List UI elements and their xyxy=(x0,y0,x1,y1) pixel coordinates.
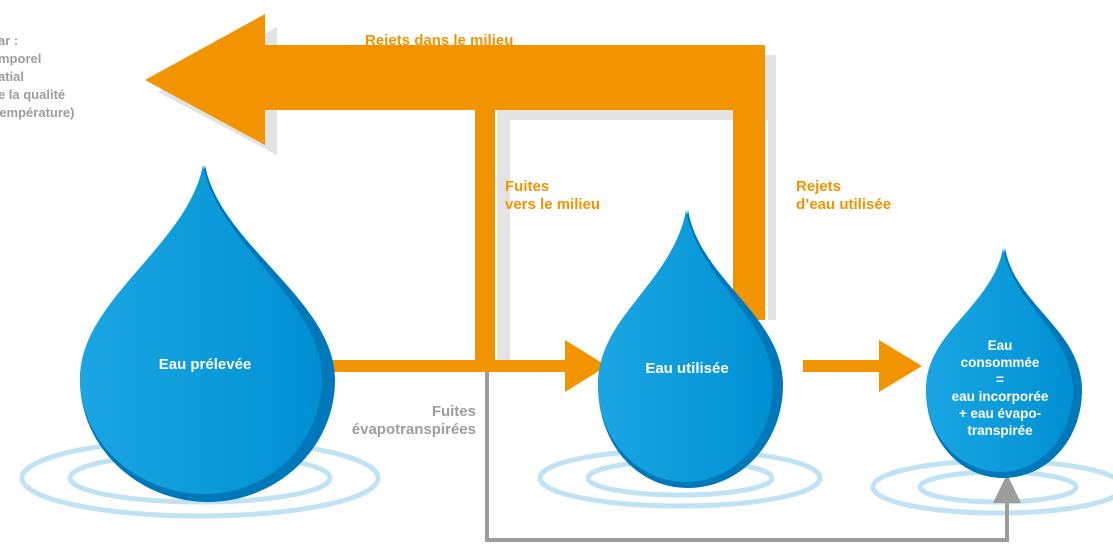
flow-line-1 xyxy=(332,360,572,372)
label-rejets-eau-line1: Rejets xyxy=(796,178,842,195)
drop-label-utilisee: Eau utilisée xyxy=(645,360,729,377)
note-text: ar : mporel atial de la qualité températ… xyxy=(0,32,74,122)
label-rejets-eau: Rejets d’eau utilisée xyxy=(796,178,891,214)
drop-label-consommee-line: eau incorporée xyxy=(951,389,1049,404)
evapo-path xyxy=(485,368,1009,542)
drop-eau-utilisee xyxy=(598,210,783,488)
label-fuites-milieu: Fuites vers le milieu xyxy=(505,178,600,214)
label-rejets-eau-line2: d’eau utilisée xyxy=(796,196,892,213)
note-line: atial xyxy=(0,69,25,84)
drop-label-consommee-line: consommée xyxy=(960,355,1040,370)
drop-eau-prelevee xyxy=(80,165,335,502)
label-fuites-evapo-line1: Fuites xyxy=(431,403,476,420)
note-line: de la qualité xyxy=(0,87,66,102)
drop-eau-consommee xyxy=(926,248,1082,478)
note-line: ar : xyxy=(0,33,19,48)
return-arrow-shadow xyxy=(158,27,776,365)
flow-arrowhead-1 xyxy=(565,340,607,392)
drop-label-consommee-line: + eau évapo- xyxy=(958,406,1042,421)
drop-label-consommee-line: Eau xyxy=(987,338,1013,353)
flow-arrowhead-2 xyxy=(879,340,922,392)
drop-label-consommee: Eau consommée = eau incorporée + eau éva… xyxy=(928,337,1072,439)
flow-line-2 xyxy=(803,360,883,372)
drop-label-consommee-line: transpirée xyxy=(967,423,1033,438)
return-arrow xyxy=(145,14,765,365)
note-line: mporel xyxy=(0,51,42,66)
note-line: température) xyxy=(0,105,75,120)
label-rejets-milieu: Rejets dans le milieu xyxy=(365,32,514,49)
label-fuites-evapo: Fuites évapotranspirées xyxy=(352,403,476,439)
label-fuites-milieu-line2: vers le milieu xyxy=(505,196,601,213)
drop-label-preleve: Eau prélevée xyxy=(158,356,252,373)
evapo-arrowhead xyxy=(993,474,1021,503)
drop-label-consommee-line: = xyxy=(996,372,1004,387)
label-fuites-evapo-line2: évapotranspirées xyxy=(351,421,476,438)
label-fuites-milieu-line1: Fuites xyxy=(505,178,550,195)
